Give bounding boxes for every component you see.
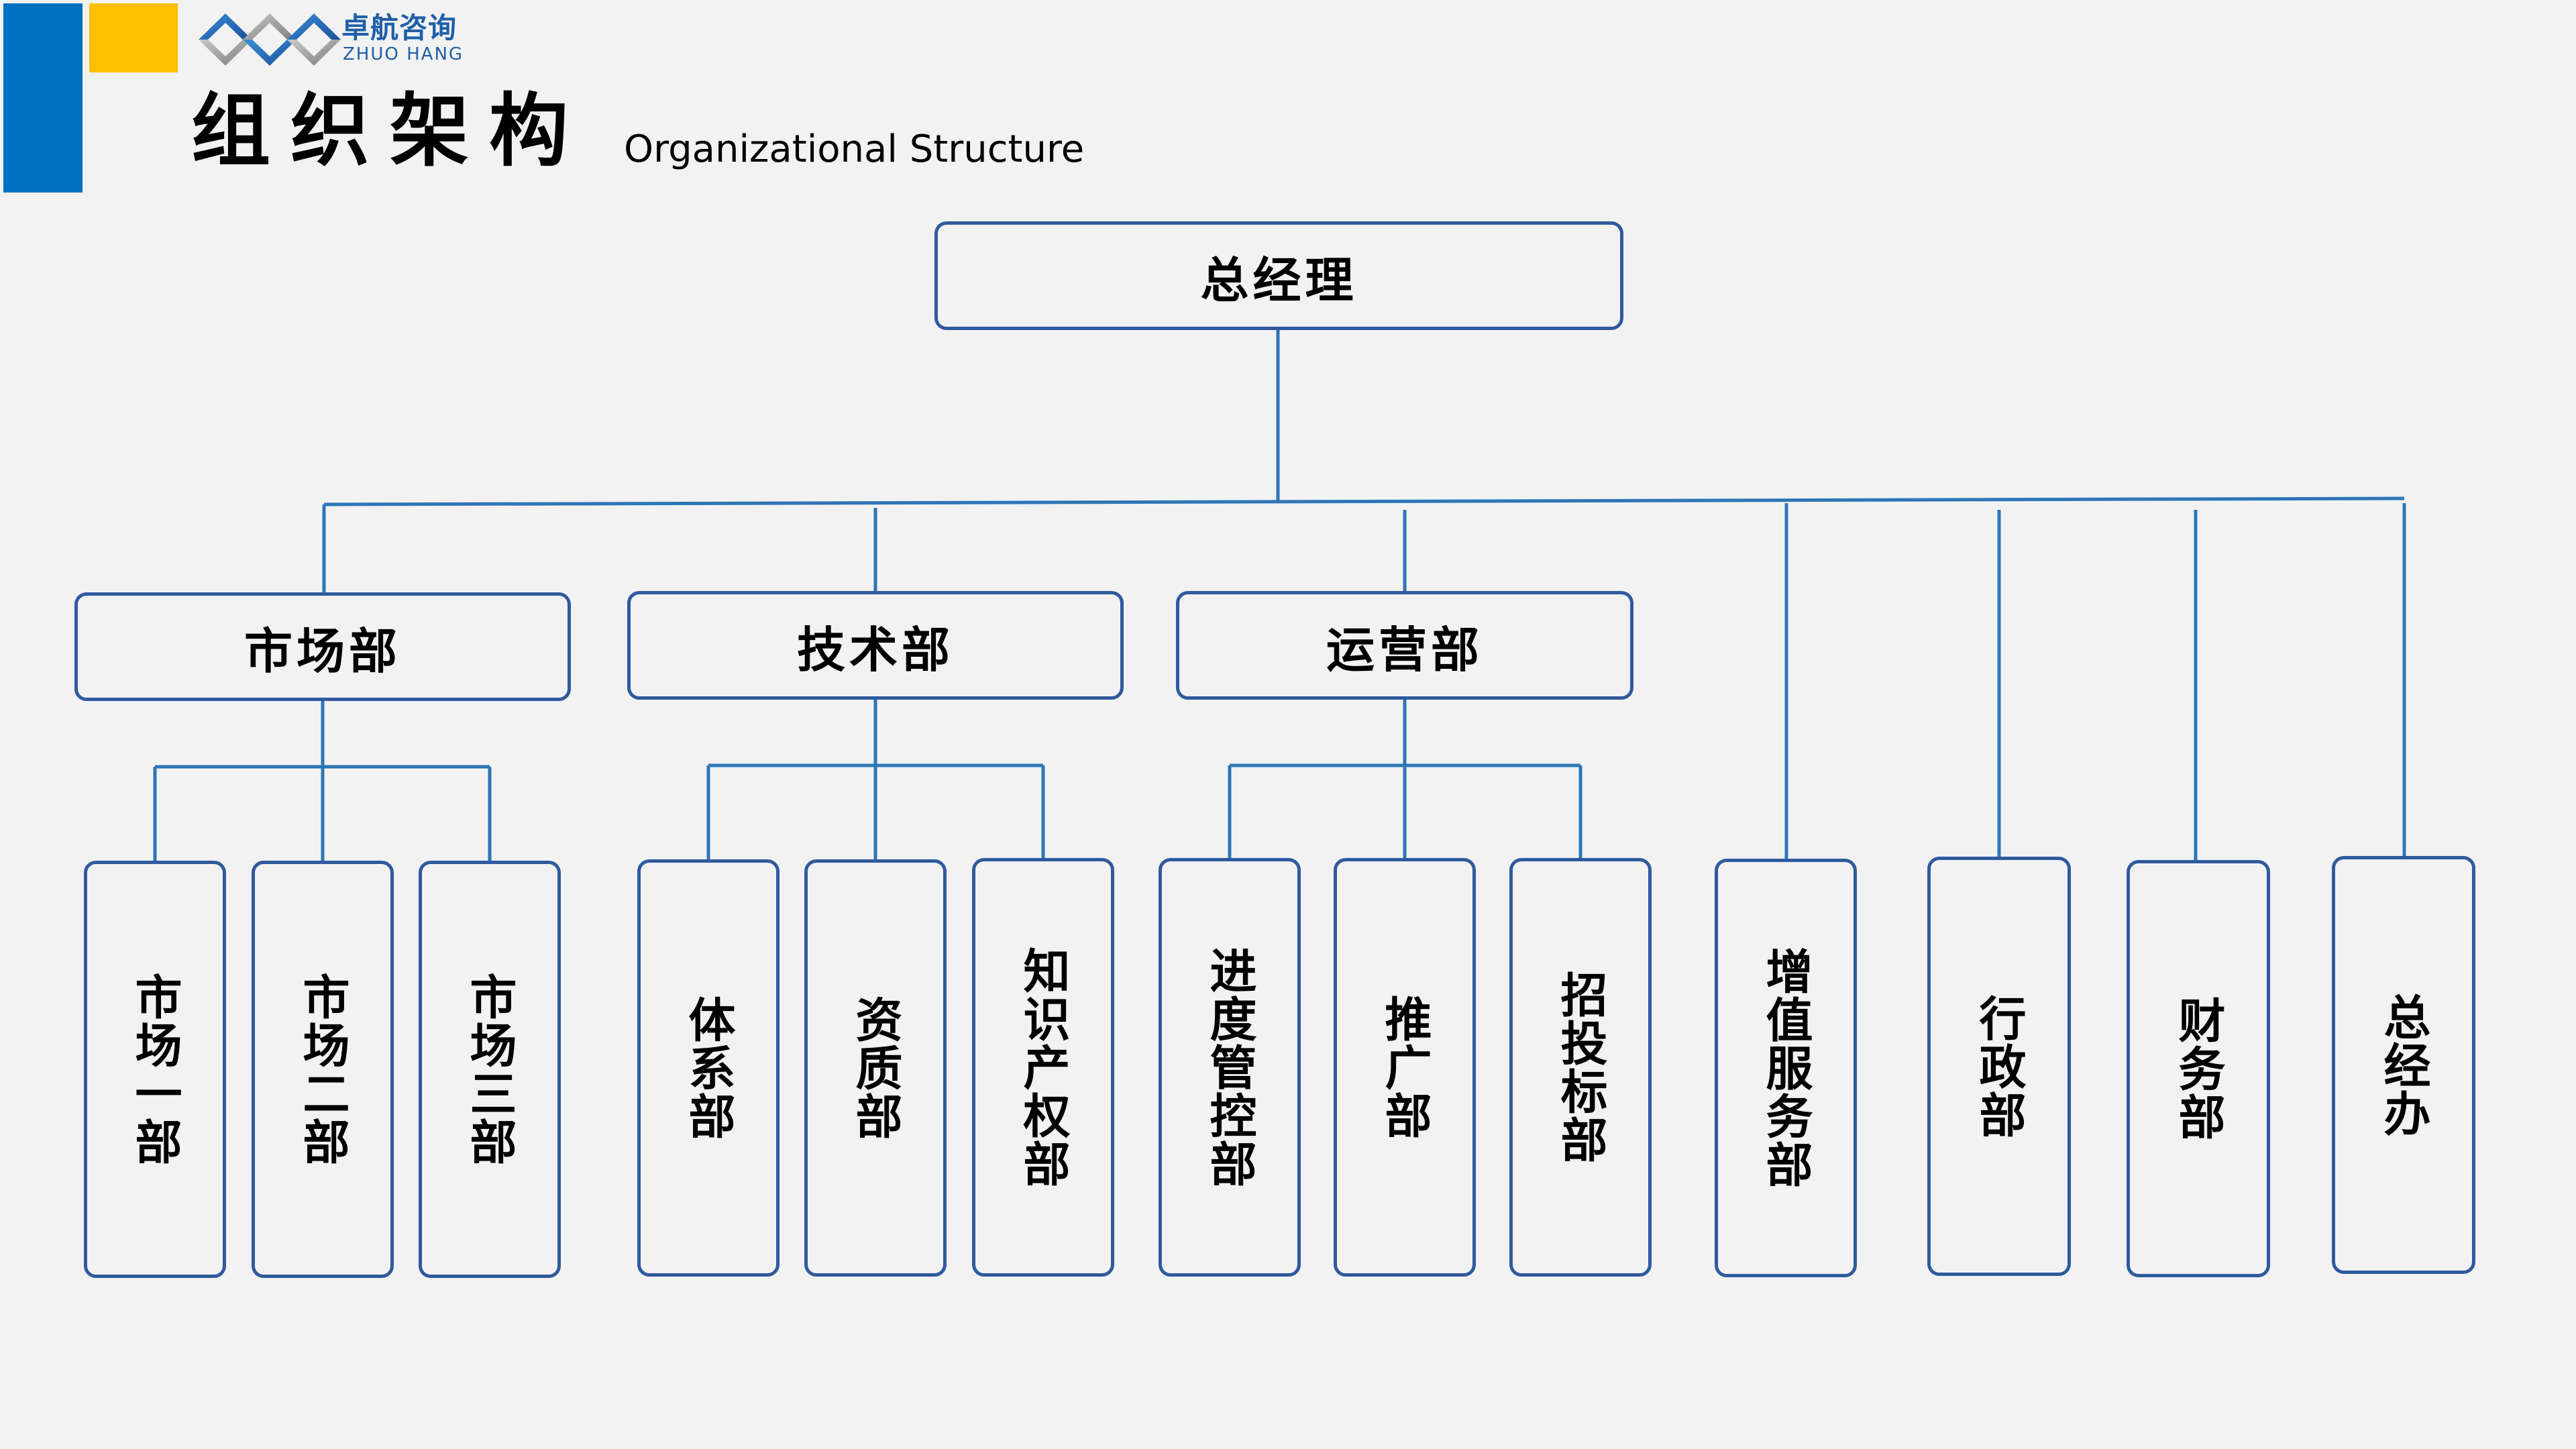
brand-name-en: ZHUO HANG bbox=[343, 44, 464, 64]
node-operations-dept: 运营部 bbox=[1176, 591, 1633, 700]
node-marketing-team-2: 市场二部 bbox=[252, 861, 394, 1278]
node-qualification-dept: 资质部 bbox=[804, 859, 947, 1277]
node-finance-dept: 财务部 bbox=[2127, 860, 2270, 1277]
yellow-accent-square bbox=[89, 3, 178, 72]
node-ip-dept: 知识产权部 bbox=[972, 858, 1114, 1277]
page-title: 组织架构 bbox=[191, 85, 589, 177]
node-system-dept: 体系部 bbox=[637, 859, 780, 1277]
node-promotion-dept: 推广部 bbox=[1334, 858, 1476, 1277]
node-administration-dept: 行政部 bbox=[1927, 857, 2071, 1276]
zhuohang-logo-icon bbox=[199, 13, 341, 66]
blue-accent-bar bbox=[3, 3, 83, 193]
page-subtitle: Organizational Structure bbox=[624, 127, 1085, 171]
node-marketing-dept: 市场部 bbox=[74, 592, 571, 701]
node-bidding-dept: 招投标部 bbox=[1509, 858, 1652, 1277]
brand-name-cn: 卓航咨询 bbox=[341, 11, 458, 44]
node-gm-office: 总经办 bbox=[2332, 856, 2475, 1274]
node-marketing-team-1: 市场一部 bbox=[84, 861, 226, 1278]
node-schedule-control-dept: 进度管控部 bbox=[1159, 858, 1301, 1277]
node-technology-dept: 技术部 bbox=[627, 591, 1124, 700]
node-general-manager: 总经理 bbox=[934, 221, 1623, 330]
node-marketing-team-3: 市场三部 bbox=[419, 861, 561, 1278]
node-value-added-services-dept: 增值服务部 bbox=[1715, 859, 1857, 1277]
